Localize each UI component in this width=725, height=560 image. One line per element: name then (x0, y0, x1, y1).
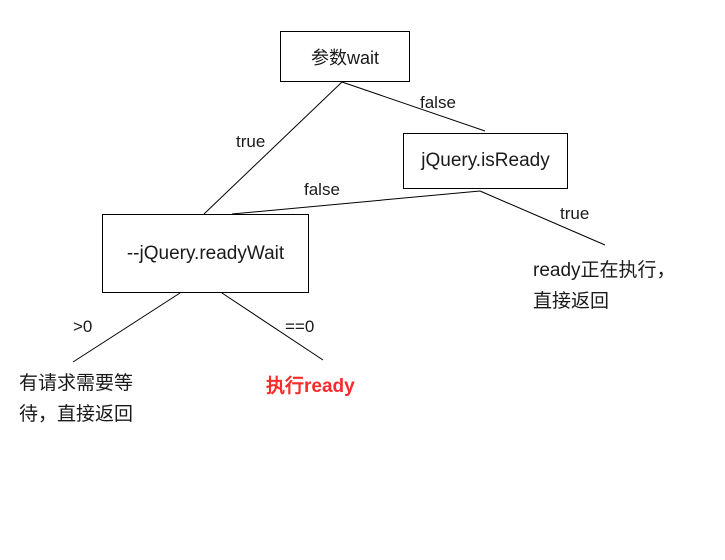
node-jquery-isready-label: jQuery.isReady (421, 150, 550, 171)
edge-label-readywait-gt0: >0 (73, 317, 93, 336)
edge-label-isready-true: true (560, 204, 590, 223)
node-jquery-isready: jQuery.isReady (403, 133, 568, 189)
outcome-wait-pending-line1: 有请求需要等 (19, 373, 134, 394)
outcome-wait-pending: 有请求需要等 待，直接返回 (19, 368, 133, 430)
node-jquery-readywait-label: --jQuery.readyWait (126, 242, 285, 264)
edge-label-isready-false: false (304, 180, 340, 199)
outcome-ready-running-line1: ready正在执行， (533, 260, 676, 281)
node-param-wait: 参数wait (280, 31, 410, 82)
edge-isready-false-line (231, 190, 481, 215)
outcome-ready-running: ready正在执行， 直接返回 (533, 255, 676, 317)
edge-label-readywait-eq0: ==0 (285, 317, 315, 336)
node-jquery-readywait: --jQuery.readyWait (102, 214, 309, 293)
edge-label-wait-true: true (236, 132, 266, 151)
outcome-ready-running-line2: 直接返回 (533, 291, 610, 312)
edge-label-wait-false: false (420, 93, 456, 112)
node-param-wait-label: 参数wait (310, 47, 379, 68)
edge-wait-false-line (341, 81, 486, 132)
outcome-execute-ready: 执行ready (266, 376, 355, 397)
outcome-wait-pending-line2: 待，直接返回 (19, 404, 134, 425)
